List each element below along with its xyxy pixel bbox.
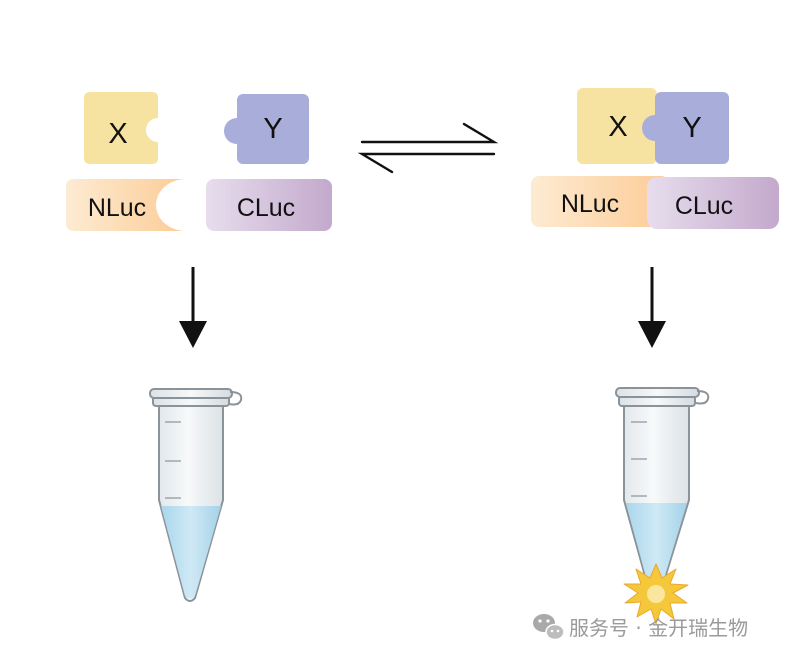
left-nluc-label: NLuc [88,194,146,222]
right-down-arrow [638,267,666,348]
right-cluc-fragment [647,177,779,229]
right-bound-state: X Y NLuc CLuc [531,88,779,229]
glow-center [647,585,665,603]
left-cluc-fragment [206,179,332,231]
left-nluc-fragment [66,179,186,231]
right-y-block [642,92,729,164]
left-tube-hinge [228,391,243,406]
right-nluc-label: NLuc [561,190,619,218]
left-tube [149,388,243,602]
right-y-label: Y [682,112,701,144]
left-cluc-label: CLuc [237,194,295,222]
equilibrium-arrows [357,122,499,174]
right-x-label: X [608,111,627,143]
right-nluc-fragment [531,176,669,227]
right-cluc-label: CLuc [675,192,733,220]
right-tube-liquid [626,503,687,595]
reverse-arrow [357,152,496,174]
left-tube-liquid [161,506,221,599]
left-x-label: X [108,118,127,150]
right-tube-hinge [695,390,710,405]
right-tube-cap [615,387,700,398]
right-tube [615,387,710,625]
forward-arrow [360,122,499,144]
left-unbound-state: X Y NLuc CLuc [66,92,332,231]
left-tube-graduations [165,421,181,499]
left-y-label: Y [263,113,282,145]
wechat-icon [533,614,565,641]
left-down-arrow [179,267,207,348]
right-tube-graduations [631,421,647,497]
watermark-text: 服务号 · 金开瑞生物 [569,616,748,640]
left-x-block [84,92,158,164]
left-y-block [224,94,309,164]
left-tube-cap [149,388,233,399]
right-x-block [577,88,657,164]
